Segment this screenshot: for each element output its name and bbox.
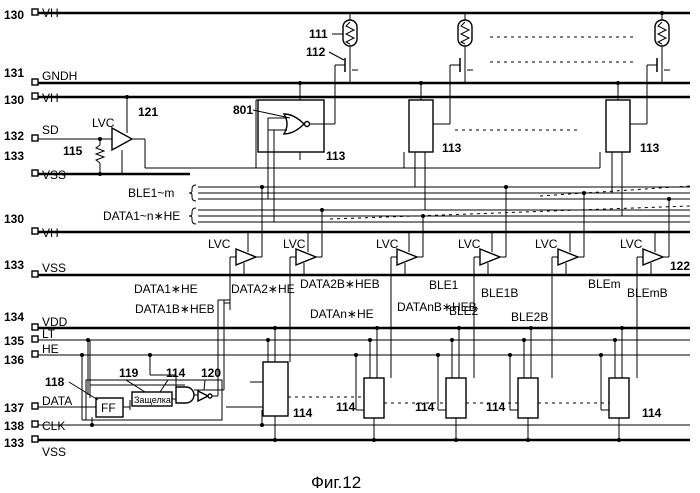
driver-block-2: 113 (409, 65, 462, 210)
rail-label: DATA (42, 394, 72, 408)
signal-label: DATA2B∗HEB (300, 277, 380, 291)
bus-labels: BLE1~m DATA1~n∗HE (103, 185, 690, 224)
lvc-label: LVC (535, 237, 558, 251)
lvc-label: LVC (208, 237, 231, 251)
rail-label: LT (42, 327, 56, 341)
signal-label: BLEm (588, 277, 621, 291)
ref-111: 111 (309, 27, 328, 41)
rail-ref: 130 (4, 212, 24, 226)
rail-ref: 132 (4, 129, 24, 143)
rail-ref: 130 (4, 93, 24, 107)
rail-ref: 137 (4, 401, 24, 415)
rail-ref: 131 (4, 66, 24, 80)
rail-label: VSS (42, 445, 66, 459)
signal-label: BLE1 (429, 278, 459, 292)
ref-114: 114 (336, 400, 356, 414)
heater-stage-2 (450, 13, 473, 83)
rail-ref: 133 (4, 258, 24, 272)
input-logic: FF Защелка 118 119 (45, 300, 230, 427)
heater-stage-m (647, 11, 670, 83)
ref-121: 121 (138, 105, 158, 119)
rail-label: VH (42, 91, 59, 105)
rail-label: VH (42, 226, 59, 240)
rail-label: VH (42, 6, 59, 20)
signal-label: DATA1∗HE (134, 282, 198, 296)
ref-113: 113 (442, 141, 462, 155)
rail-label: HE (42, 342, 59, 356)
ff-label: FF (101, 401, 116, 415)
heater-refs: 111 112 (306, 27, 344, 60)
signal-label: BLE1B (481, 286, 518, 300)
signal-label: BLEmB (627, 286, 668, 300)
rail-label: VSS (42, 168, 66, 182)
ref-122: 122 (670, 259, 690, 273)
ref-114: 114 (415, 400, 435, 414)
rail-ref: 136 (4, 353, 24, 367)
ref-112: 112 (306, 45, 326, 59)
lvc-label: LVC (376, 237, 399, 251)
rail-ref: 135 (4, 334, 24, 348)
driver-block-1: 113 801 (233, 65, 346, 222)
figure-caption: Фиг.12 (311, 473, 361, 492)
signal-label: DATAn∗HE (310, 307, 374, 321)
rail-label: SD (42, 123, 59, 137)
data-bus-label: DATA1~n∗HE (103, 209, 180, 223)
lvc-label: LVC (458, 237, 481, 251)
latch-row: 114 114 114 (226, 300, 662, 442)
rail-ref: 130 (4, 8, 24, 22)
sd-level-converter: LVC 121 115 (63, 95, 600, 176)
ref-801: 801 (233, 103, 253, 117)
terminals (32, 9, 38, 442)
rail-label: VSS (42, 261, 66, 275)
ref-114: 114 (166, 366, 186, 380)
rail-ref: 133 (4, 149, 24, 163)
ref-114: 114 (293, 406, 313, 420)
heater-stage-1 (335, 13, 358, 83)
rail-label: GNDH (42, 69, 77, 83)
ref-115: 115 (63, 144, 83, 158)
latch-label: Защелка (134, 395, 171, 405)
ref-114: 114 (486, 400, 506, 414)
rail-ref: 138 (4, 419, 24, 433)
ref-118: 118 (45, 375, 65, 389)
lvc-label: LVC (92, 116, 115, 130)
ble-bus-label: BLE1~m (128, 186, 174, 200)
ref-113: 113 (326, 149, 346, 163)
signal-labels: DATA1∗HE DATA2∗HE DATA2B∗HEB DATA1B∗HEB … (134, 277, 668, 324)
signal-label: DATA1B∗HEB (135, 302, 215, 316)
ref-119: 119 (119, 366, 139, 380)
rail-label: CLK (42, 419, 65, 433)
rail-ref: 133 (4, 436, 24, 450)
lvc-label: LVC (283, 237, 306, 251)
ref-114: 114 (642, 406, 662, 420)
rail-ref: 134 (4, 310, 24, 324)
signal-label: DATA2∗HE (231, 282, 295, 296)
ref-113: 113 (640, 141, 660, 155)
ref-120: 120 (201, 366, 221, 380)
signal-label: BLE2B (511, 310, 548, 324)
lvc-label: LVC (620, 237, 643, 251)
